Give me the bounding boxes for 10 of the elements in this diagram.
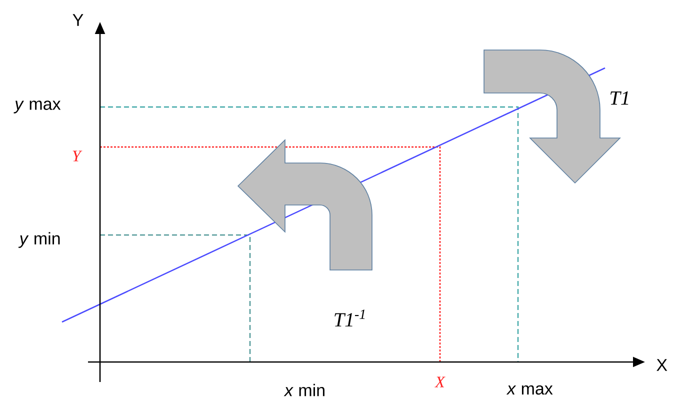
transform-label: T1: [610, 91, 628, 105]
tick-label: Y: [72, 150, 82, 162]
tick-label: x max: [506, 385, 553, 395]
tick-label: y max: [14, 100, 61, 114]
axis-label: X: [656, 359, 668, 371]
axis-label: Y: [72, 14, 84, 26]
tick-label: x min: [284, 384, 324, 396]
tick-label: y min: [18, 232, 60, 248]
transform-label: T1$^{-1}$: [334, 310, 365, 326]
tick-label: X: [434, 376, 446, 388]
